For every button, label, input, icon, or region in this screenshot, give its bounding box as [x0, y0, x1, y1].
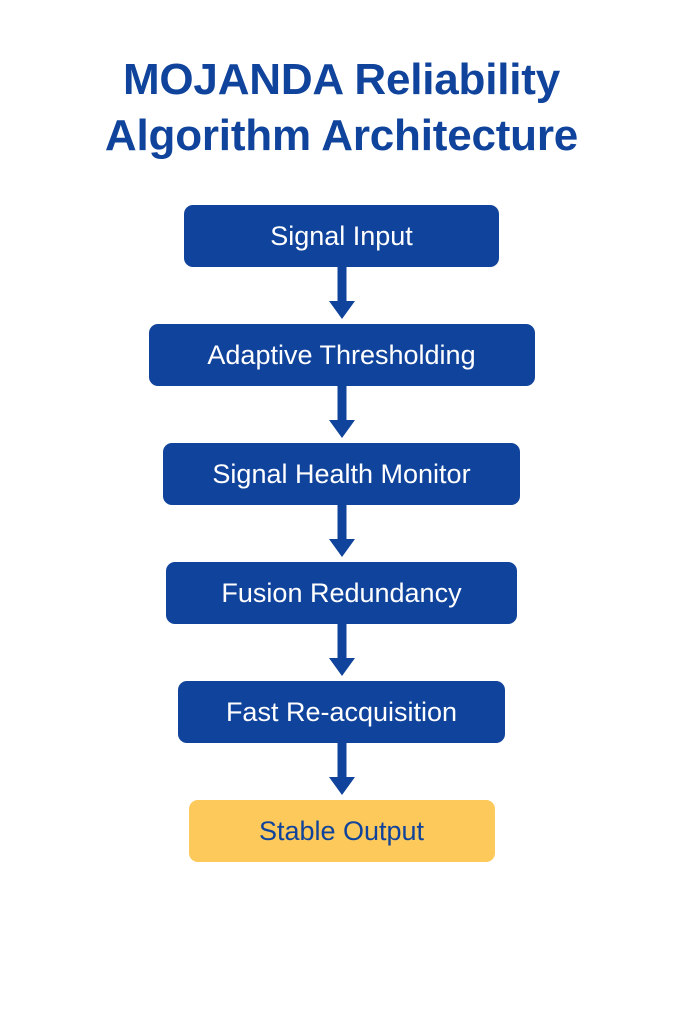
flow-node-label: Fusion Redundancy: [221, 577, 462, 608]
flowchart: Signal Input Adaptive Thresholding Signa…: [0, 205, 683, 862]
page-title-line-2: Algorithm Architecture: [104, 111, 579, 160]
flow-node-fusion-redundancy[interactable]: Fusion Redundancy: [166, 562, 517, 624]
flow-node-signal-health-monitor[interactable]: Signal Health Monitor: [163, 443, 520, 505]
flow-node-label: Signal Health Monitor: [212, 458, 471, 489]
flow-node-label: Signal Input: [270, 220, 413, 251]
flow-node-label: Stable Output: [258, 815, 425, 846]
flow-node-fast-re-acquisition[interactable]: Fast Re-acquisition: [178, 681, 505, 743]
flow-node-label: Adaptive Thresholding: [207, 339, 476, 370]
flow-node-label: Fast Re-acquisition: [225, 696, 458, 727]
flow-arrow-down-icon-3: [327, 505, 357, 562]
flow-arrow-down-icon-1: [327, 267, 357, 324]
page-title: MOJANDA Reliability Algorithm Architectu…: [0, 52, 683, 164]
flow-node-stable-output[interactable]: Stable Output: [188, 800, 495, 862]
flow-node-adaptive-thresholding[interactable]: Adaptive Thresholding: [148, 324, 535, 386]
flow-node-signal-input[interactable]: Signal Input: [184, 205, 499, 267]
flow-arrow-down-icon-2: [327, 386, 357, 443]
flow-arrow-down-icon-4: [327, 624, 357, 681]
page-title-line-1: MOJANDA Reliability: [122, 55, 561, 104]
flow-arrow-down-icon-5: [327, 743, 357, 800]
